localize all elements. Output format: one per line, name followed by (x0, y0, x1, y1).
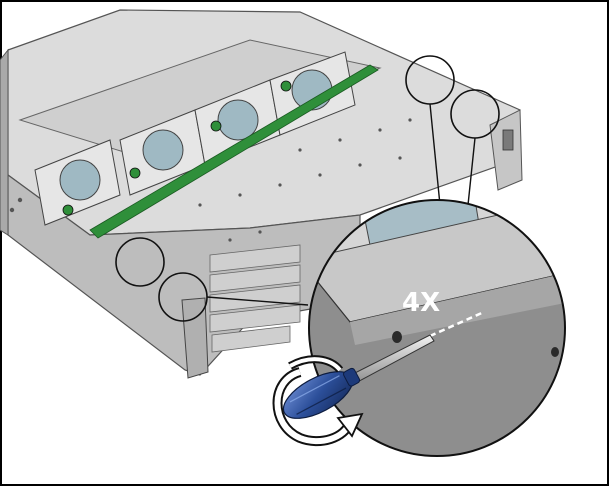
front-handle (181, 297, 209, 379)
fan-2-latch (129, 167, 141, 179)
screwdriver (282, 334, 435, 419)
quantity-callout: 4X (402, 288, 440, 318)
zoom-detail-border (308, 199, 566, 457)
rotation-arrow-icon (272, 355, 364, 447)
fan-3-latch (210, 120, 222, 132)
fan-1-latch (62, 204, 74, 216)
drive-bays (209, 244, 301, 353)
zoom-cover-edge (350, 270, 565, 345)
status-led-panel (502, 129, 514, 151)
fan-4-latch (280, 80, 292, 92)
server-chassis (0, 9, 523, 379)
fan-module-1 (34, 139, 121, 226)
chassis-front-face (7, 173, 361, 376)
cover-screw-dots (9, 118, 412, 242)
zoom-screw-hole-right (551, 347, 559, 357)
fan-board (89, 64, 379, 239)
callout-circle-front-left (115, 237, 165, 287)
fan-module-3 (194, 79, 281, 166)
zoom-screw-hole (392, 331, 402, 343)
chassis-left-side (0, 48, 9, 236)
callout-leader-lines (206, 103, 476, 306)
fan-modules (34, 51, 356, 226)
